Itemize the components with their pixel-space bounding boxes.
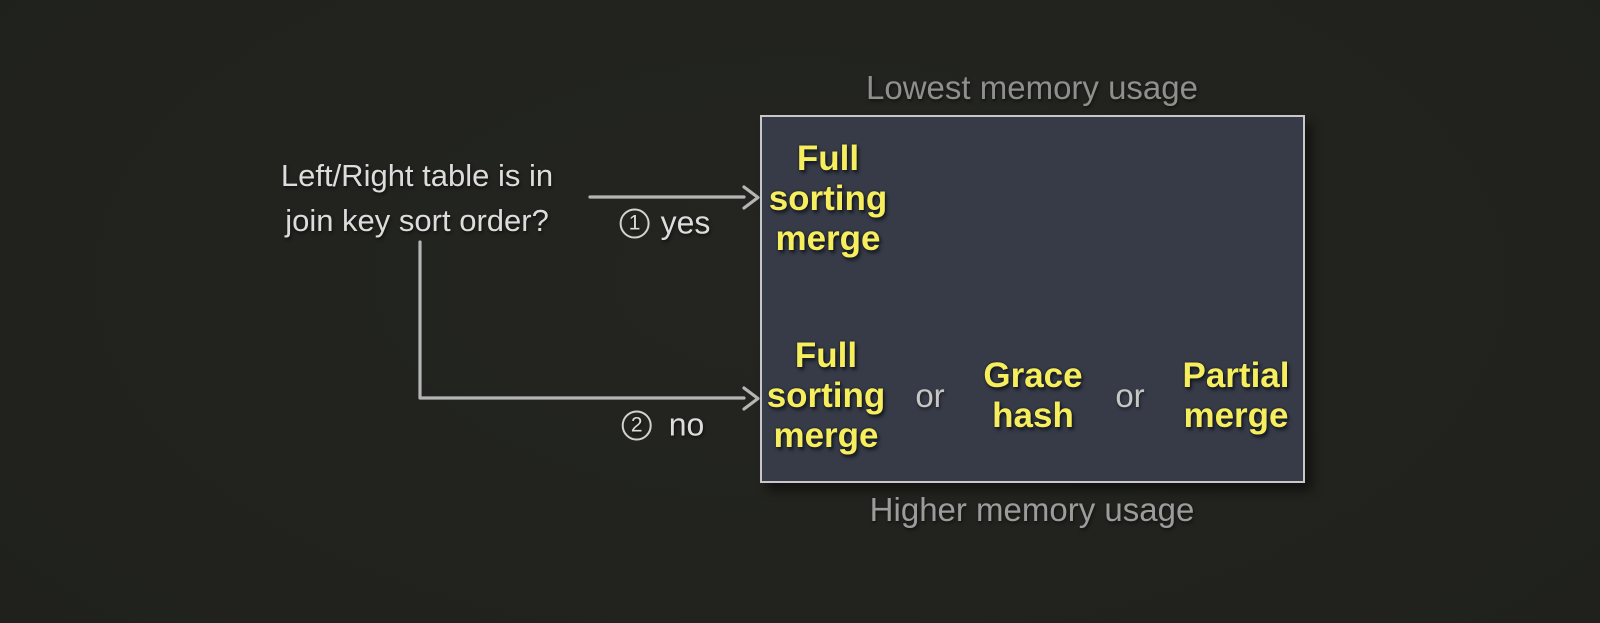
branch-yes-text: yes — [660, 204, 711, 241]
strategy-partial-merge: Partial merge — [1182, 356, 1290, 435]
question-text: Left/Right table is in join key sort ord… — [280, 158, 554, 238]
no-arrow — [418, 240, 760, 411]
lowest-memory-caption: Lowest memory usage — [866, 69, 1198, 106]
circled-number-2: 2 — [621, 410, 652, 440]
branch-label-yes: 1 yes — [619, 204, 711, 242]
branch-no-text: no — [668, 406, 705, 443]
branch-label-no: 2 no — [621, 406, 705, 444]
strategy-full-sorting-merge-sorted: Full sorting merge — [768, 139, 888, 258]
circled-number-1: 1 — [619, 208, 650, 238]
strategy-box: Full sorting merge Full sorting merge or… — [760, 115, 1305, 483]
yes-arrow — [588, 185, 760, 210]
higher-memory-caption: Higher memory usage — [869, 491, 1195, 528]
or-separator-2: or — [1115, 377, 1145, 414]
strategy-full-sorting-merge-unsorted: Full sorting merge — [766, 336, 886, 455]
or-separator-1: or — [915, 377, 945, 414]
strategy-grace-hash: Grace hash — [983, 356, 1083, 435]
